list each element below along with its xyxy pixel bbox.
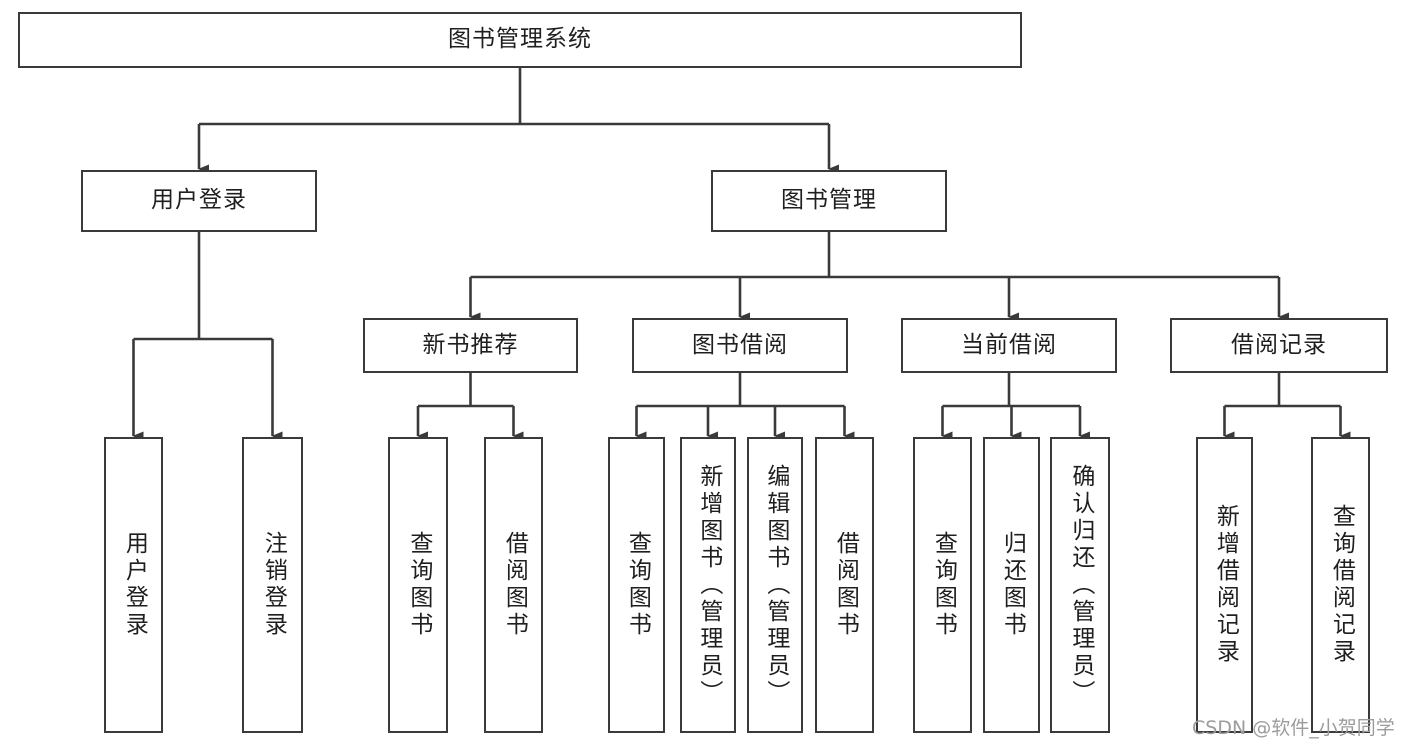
- leaf-user-login[interactable]: 用户登录: [104, 437, 163, 733]
- node-current-borrow[interactable]: 当前借阅: [901, 318, 1117, 373]
- node-root[interactable]: 图书管理系统: [18, 12, 1022, 68]
- node-user-login[interactable]: 用户登录: [81, 170, 317, 232]
- leaf-query-books-recommend[interactable]: 查询图书: [388, 437, 448, 733]
- node-new-book-recommend[interactable]: 新书推荐: [363, 318, 578, 373]
- leaf-logout-login[interactable]: 注销登录: [242, 437, 303, 733]
- leaf-query-borrow-record[interactable]: 查询借阅记录: [1311, 437, 1370, 733]
- leaf-return-book[interactable]: 归还图书: [983, 437, 1040, 733]
- leaf-borrow-books-recommend[interactable]: 借阅图书: [484, 437, 543, 733]
- leaf-query-books-current[interactable]: 查询图书: [913, 437, 972, 733]
- leaf-confirm-return-admin[interactable]: 确认归还（管理员）: [1050, 437, 1110, 733]
- node-borrow-records[interactable]: 借阅记录: [1170, 318, 1388, 373]
- leaf-query-books-borrow[interactable]: 查询图书: [608, 437, 665, 733]
- leaf-borrow-book[interactable]: 借阅图书: [815, 437, 874, 733]
- leaf-edit-book-admin[interactable]: 编辑图书（管理员）: [747, 437, 803, 733]
- node-book-borrow[interactable]: 图书借阅: [632, 318, 848, 373]
- leaf-add-borrow-record[interactable]: 新增借阅记录: [1196, 437, 1253, 733]
- watermark-credit: CSDN @软件_小贺同学: [1192, 717, 1395, 739]
- node-book-management[interactable]: 图书管理: [711, 170, 947, 232]
- leaf-add-book-admin[interactable]: 新增图书（管理员）: [680, 437, 736, 733]
